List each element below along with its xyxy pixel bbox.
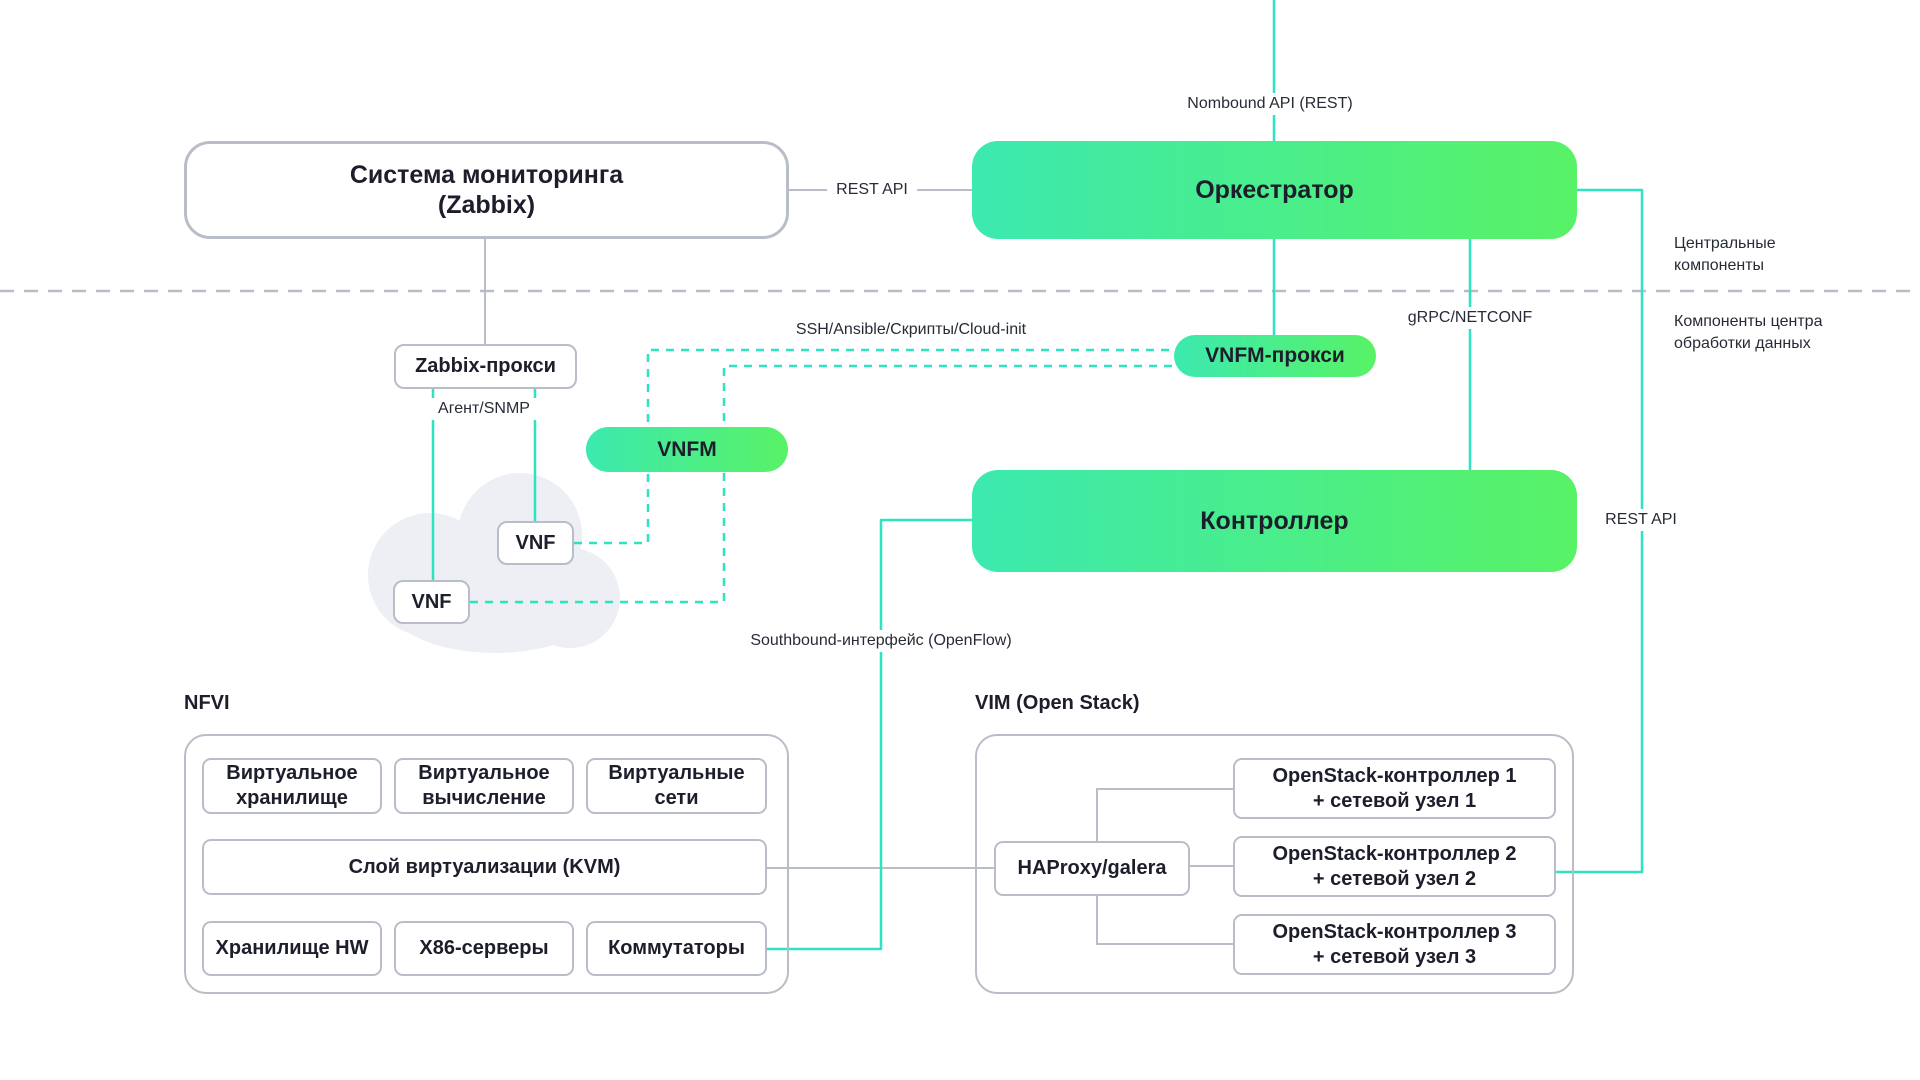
vnfm-node: VNFM	[586, 427, 788, 472]
nfvi-title: NFVI	[184, 692, 230, 714]
vnf-node-bottom: VNF	[393, 580, 470, 624]
line-dashed-vnfbottom-vnfmproxy	[470, 364, 1174, 604]
vnf-cloud-shape	[368, 473, 620, 653]
orchestrator-node: Оркестратор	[972, 141, 1577, 239]
ssh-ansible-label: SSH/Ansible/Скрипты/Cloud-init	[786, 319, 1036, 341]
nombound-api-label: Nombound API (REST)	[1178, 93, 1362, 115]
virtual-compute-box: Виртуальное вычисление	[394, 758, 574, 814]
southbound-openflow-label: Southbound-интерфейс (OpenFlow)	[741, 630, 1021, 652]
vnf-node-top: VNF	[497, 521, 574, 565]
rest-api-top-label: REST API	[827, 179, 917, 201]
line-controller-switches-southbound	[767, 518, 972, 951]
openstack-controller-1-box: OpenStack-контроллер 1 + сетевой узел 1	[1233, 758, 1556, 819]
virtual-networks-box: Виртуальные сети	[586, 758, 767, 814]
grpc-netconf-label: gRPC/NETCONF	[1398, 307, 1542, 329]
kvm-layer-box: Слой виртуализации (KVM)	[202, 839, 767, 895]
hw-storage-box: Хранилище HW	[202, 921, 382, 976]
monitoring-system-node: Система мониторинга (Zabbix)	[184, 141, 789, 239]
openstack-controller-2-box: OpenStack-контроллер 2 + сетевой узел 2	[1233, 836, 1556, 897]
line-orchestrator-vim-restapi	[1556, 188, 1644, 874]
rest-api-right-label: REST API	[1596, 509, 1686, 531]
controller-node: Контроллер	[972, 470, 1577, 572]
haproxy-galera-box: HAProxy/galera	[994, 841, 1190, 896]
zone-label-central: Центральные компоненты	[1674, 235, 1776, 275]
vim-container	[975, 734, 1574, 994]
vim-title: VIM (Open Stack)	[975, 692, 1140, 714]
openstack-controller-3-box: OpenStack-контроллер 3 + сетевой узел 3	[1233, 914, 1556, 975]
x86-servers-box: X86-серверы	[394, 921, 574, 976]
cloud-base	[385, 547, 605, 653]
vnfm-proxy-node: VNFM-прокси	[1174, 335, 1376, 377]
virtual-storage-box: Виртуальное хранилище	[202, 758, 382, 814]
zabbix-proxy-node: Zabbix-прокси	[394, 344, 577, 389]
switches-box: Коммутаторы	[586, 921, 767, 976]
agent-snmp-label: Агент/SNMP	[429, 398, 539, 420]
nfvi-container	[184, 734, 789, 994]
zone-label-datacenter: Компоненты центра обработки данных	[1674, 313, 1823, 353]
